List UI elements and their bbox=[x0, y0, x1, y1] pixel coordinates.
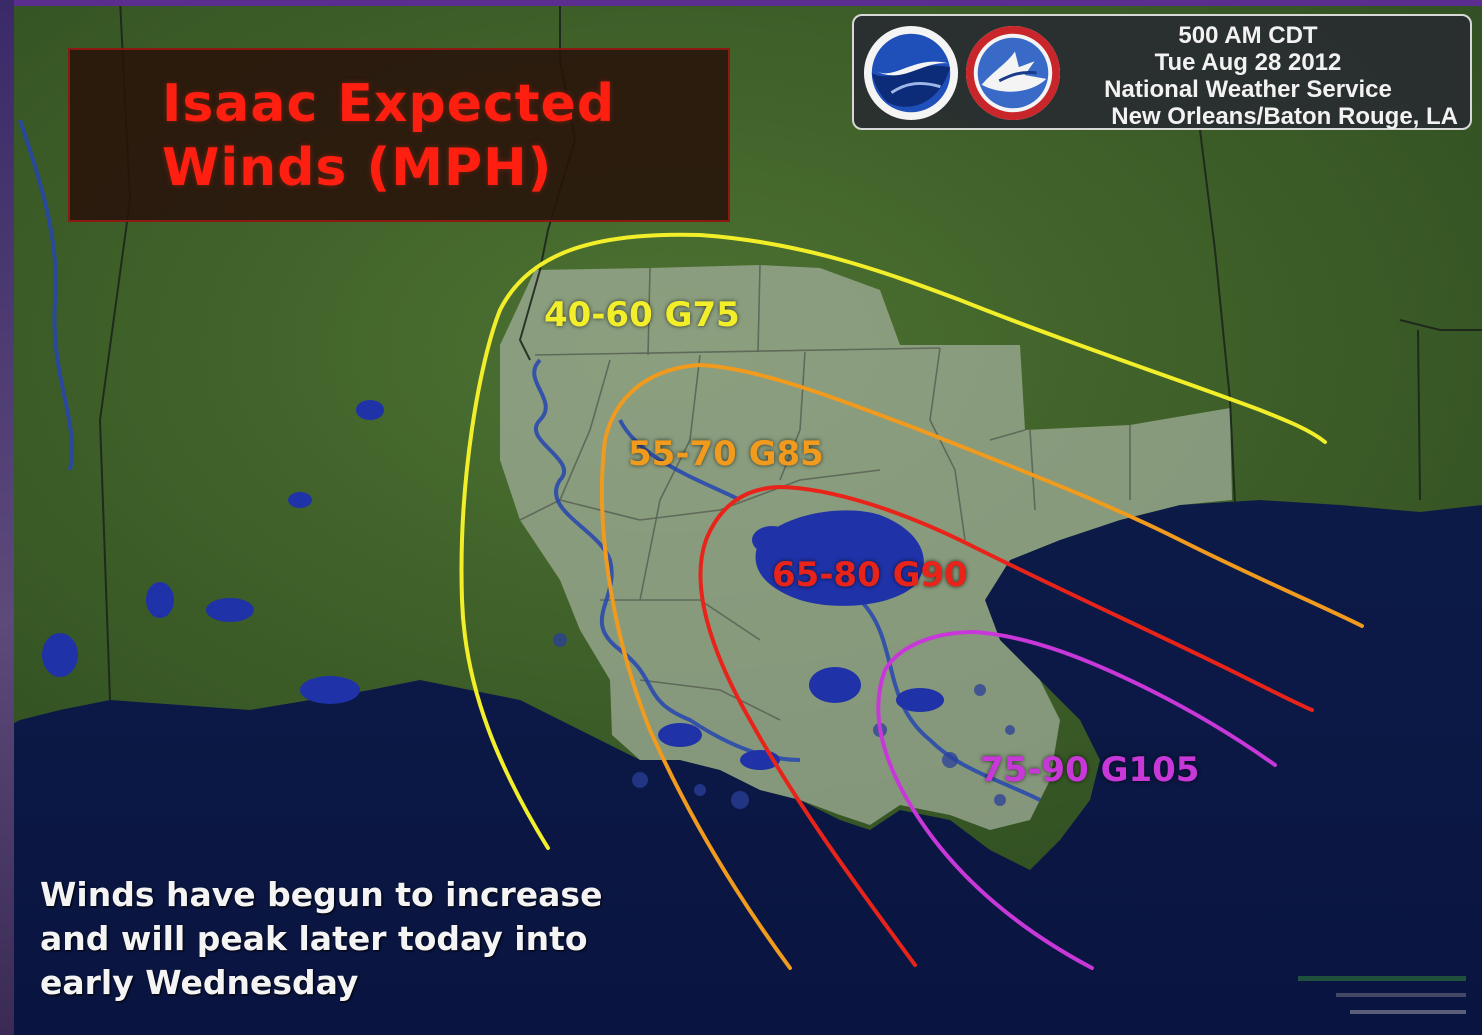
lake-pontchartrain bbox=[755, 510, 924, 606]
issuer-office: New Orleans/Baton Rouge, LA bbox=[1111, 103, 1458, 130]
wind-contour-65-80 bbox=[698, 484, 1314, 967]
forecast-note: Winds have begun to increase and will pe… bbox=[40, 873, 602, 1005]
zone-label-75-90: 75-90 G105 bbox=[980, 750, 1200, 790]
lake-maurepas bbox=[752, 526, 792, 554]
forecast-note-line-2: and will peak later today into bbox=[40, 919, 588, 958]
issuer-agency: National Weather Service bbox=[1104, 76, 1392, 103]
nws-logo bbox=[965, 25, 1061, 121]
map-title-box: Isaac Expected Winds (MPH) bbox=[68, 48, 730, 222]
forecast-note-line-1: Winds have begun to increase bbox=[40, 875, 603, 914]
marsh bbox=[553, 633, 1015, 809]
zone-label-65-80: 65-80 G90 bbox=[772, 555, 968, 595]
noaa-logo bbox=[863, 25, 959, 121]
wind-contour-55-70 bbox=[600, 362, 1364, 970]
county-lines bbox=[519, 264, 1131, 721]
map-title-line-2: Winds (MPH) bbox=[162, 138, 553, 198]
credit-marks bbox=[1298, 976, 1466, 1014]
forecast-note-line-3: early Wednesday bbox=[40, 963, 359, 1002]
issuer-text: 500 AM CDT Tue Aug 28 2012 National Weat… bbox=[1038, 22, 1458, 130]
frame-top bbox=[0, 0, 1482, 6]
wind-contour-75-90 bbox=[876, 629, 1277, 970]
zone-label-55-70: 55-70 G85 bbox=[628, 434, 824, 474]
issuer-box: 500 AM CDT Tue Aug 28 2012 National Weat… bbox=[852, 14, 1472, 130]
wind-contour-40-60 bbox=[459, 232, 1327, 850]
rivers bbox=[18, 119, 1041, 802]
frame-left bbox=[0, 0, 14, 1035]
issuer-time: 500 AM CDT bbox=[1178, 22, 1318, 49]
map-title-line-1: Isaac Expected bbox=[162, 74, 616, 134]
issuer-date: Tue Aug 28 2012 bbox=[1154, 49, 1342, 76]
zone-label-40-60: 40-60 G75 bbox=[544, 295, 740, 335]
